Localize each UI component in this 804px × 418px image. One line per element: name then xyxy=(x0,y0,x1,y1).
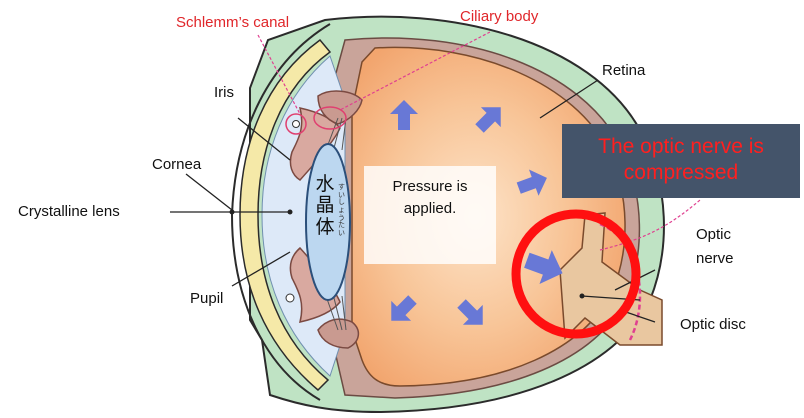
leader-dot-pupil xyxy=(288,210,293,215)
label-ciliary-body: Ciliary body xyxy=(460,8,538,25)
lower-canal-dot xyxy=(286,294,294,302)
label-iris: Iris xyxy=(214,84,234,101)
banner-text: The optic nerve is compressed xyxy=(562,134,800,187)
leader-dot-cornea xyxy=(230,210,235,215)
label-retina: Retina xyxy=(602,62,645,79)
banner-line-1: The optic nerve is xyxy=(562,134,800,160)
label-pupil: Pupil xyxy=(190,290,223,307)
label-cornea: Cornea xyxy=(152,156,201,173)
pressure-line-1: Pressure is xyxy=(364,176,496,198)
label-schlemm-canal: Schlemm’s canal xyxy=(176,14,289,31)
pressure-text: Pressure is applied. xyxy=(364,176,496,220)
label-optic-nerve-1: Optic xyxy=(696,226,731,243)
label-crystalline-lens: Crystalline lens xyxy=(18,203,120,220)
lens-kanji: 水晶体 xyxy=(308,174,342,238)
label-optic-disc: Optic disc xyxy=(680,316,746,333)
lens-kana: すいしょうたい xyxy=(338,184,348,238)
banner-line-2: compressed xyxy=(562,160,800,186)
schlemm-canal-dot xyxy=(293,121,300,128)
pressure-line-2: applied. xyxy=(364,198,496,220)
label-optic-nerve-2: nerve xyxy=(696,250,734,267)
leader-dot-optic xyxy=(580,294,585,299)
